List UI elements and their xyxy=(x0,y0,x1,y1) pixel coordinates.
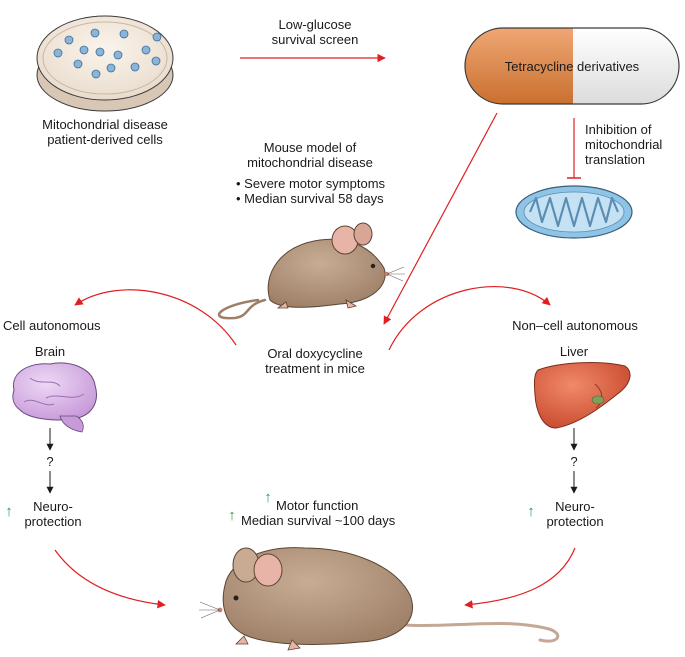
model-label: Mouse model of mitochondrial disease xyxy=(225,140,395,170)
treatment-line-2: treatment in mice xyxy=(265,361,365,376)
screen-line-1: Low-glucose xyxy=(278,17,352,32)
left-outcome-arrow xyxy=(54,549,166,609)
right-branch-arrow xyxy=(388,286,551,351)
screen-line-2: survival screen xyxy=(271,32,359,47)
mouse-icon xyxy=(199,547,559,651)
cells-label: Mitochondrial disease patient-derived ce… xyxy=(20,117,190,147)
brain-icon xyxy=(12,362,97,433)
treatment-line-1: Oral doxycycline xyxy=(267,346,363,361)
bullet-severe-motor: • Severe motor symptoms xyxy=(236,176,386,191)
inhibition-line-2: mitochondrial xyxy=(585,137,663,152)
inhibition-line-1: Inhibition of xyxy=(585,122,652,137)
brain-label: Brain xyxy=(34,344,66,359)
left-neuroprotection-label: Neuro- protection xyxy=(18,499,88,529)
inhibition-label: Inhibition of mitochondrial translation xyxy=(585,122,680,167)
left-question-mark: ? xyxy=(46,454,54,469)
left-up-arrow-icon: ↑ xyxy=(5,503,13,520)
right-question-mark: ? xyxy=(570,454,578,469)
non-cell-autonomous-label: Non–cell autonomous xyxy=(512,318,638,333)
right-neuroprotection-label: Neuro- protection xyxy=(540,499,610,529)
liver-label: Liver xyxy=(559,344,589,359)
right-neuro-line-1: Neuro- xyxy=(555,499,595,514)
screen-label: Low-glucose survival screen xyxy=(240,17,390,47)
left-neuro-line-2: protection xyxy=(24,514,82,529)
model-line-1: Mouse model of xyxy=(263,140,357,155)
liver-icon xyxy=(533,362,631,429)
right-neuro-line-2: protection xyxy=(546,514,604,529)
drug-to-treatment-arrow xyxy=(383,112,498,325)
model-bullets: • Severe motor symptoms • Median surviva… xyxy=(236,176,406,206)
left-neuro-line-1: Neuro- xyxy=(33,499,73,514)
inhibition-line-3: translation xyxy=(585,152,645,167)
outcome-motor: Motor function xyxy=(276,498,359,513)
petri-dish-icon xyxy=(36,15,174,112)
right-outcome-arrow xyxy=(464,547,576,609)
cells-line-2: patient-derived cells xyxy=(47,132,163,147)
cells-line-1: Mitochondrial disease xyxy=(42,117,168,132)
right-up-arrow-icon: ↑ xyxy=(527,503,535,520)
motor-up-arrow-icon: ↑ xyxy=(264,489,272,506)
mouse-icon xyxy=(217,222,405,320)
bullet-median-survival: • Median survival 58 days xyxy=(236,191,384,206)
cell-autonomous-label: Cell autonomous xyxy=(3,318,101,333)
left-branch-arrow xyxy=(74,289,237,346)
model-line-2: mitochondrial disease xyxy=(247,155,373,170)
outcome-survival: Median survival ~100 days xyxy=(241,513,396,528)
survival-up-arrow-icon: ↑ xyxy=(228,507,236,524)
mitochondrion-icon xyxy=(515,185,633,239)
capsule-icon xyxy=(464,27,680,105)
pill-label: Tetracycline derivatives xyxy=(504,59,640,74)
treatment-label: Oral doxycycline treatment in mice xyxy=(240,346,390,376)
